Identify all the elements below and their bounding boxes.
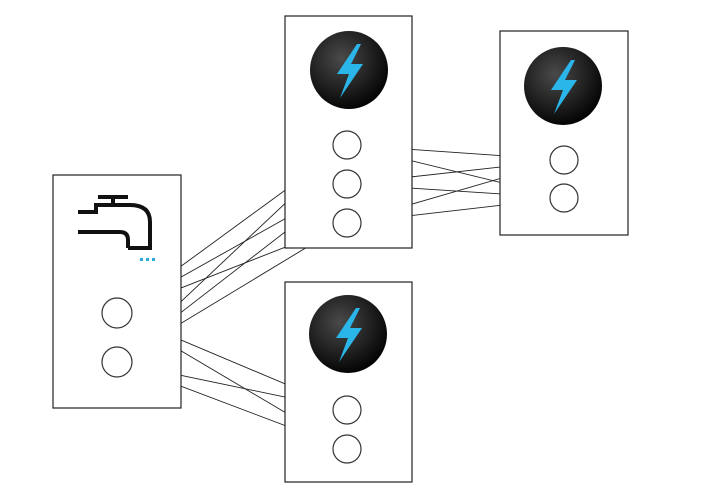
bolt-a-box bbox=[284, 15, 413, 249]
water-drops bbox=[140, 258, 155, 261]
bolt-c-box bbox=[284, 281, 413, 483]
water-tap-icon bbox=[78, 195, 152, 250]
bolt-b-task-1 bbox=[549, 145, 579, 175]
bolt-c-task-2 bbox=[332, 434, 362, 464]
lightning-bolt-icon bbox=[309, 295, 387, 373]
bolt-a-task-3 bbox=[332, 208, 362, 238]
bolt-a-task-2 bbox=[332, 169, 362, 199]
lightning-bolt-icon bbox=[310, 31, 388, 109]
bolt-b-task-2 bbox=[549, 183, 579, 213]
spout-box bbox=[52, 174, 182, 409]
lightning-bolt-icon bbox=[524, 47, 602, 125]
bolt-c-task-1 bbox=[332, 395, 362, 425]
bolt-a-task-1 bbox=[332, 130, 362, 160]
bolt-b-box bbox=[499, 30, 629, 236]
spout-task-1 bbox=[101, 297, 133, 329]
spout-task-2 bbox=[101, 346, 133, 378]
